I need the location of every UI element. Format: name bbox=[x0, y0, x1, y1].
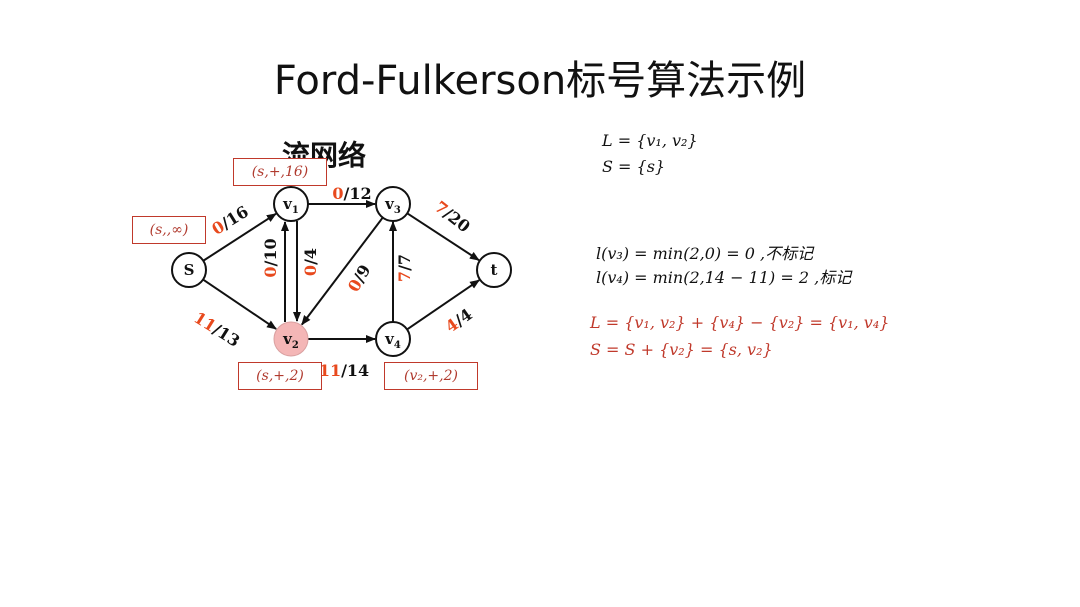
edge-v4-t bbox=[406, 279, 480, 331]
node-v3: v3 bbox=[375, 186, 411, 222]
edge-label-v1-v3: 0/12 bbox=[332, 184, 371, 203]
label-box-v4: (v₂,+,2) bbox=[384, 362, 478, 390]
edge-capacity-v1-v3: /12 bbox=[344, 184, 372, 203]
edge-label-v3-t: 7/20 bbox=[431, 197, 474, 236]
label-v4-text: (v₂,+,2) bbox=[404, 368, 458, 384]
label-s-text: (s,,∞) bbox=[149, 222, 189, 238]
edge-label-v3-v2: 0/9 bbox=[344, 261, 375, 295]
label-v2-text: (s,+,2) bbox=[256, 368, 304, 384]
edge-label-s-v2: 11/13 bbox=[191, 308, 244, 351]
node-circle-v1 bbox=[273, 186, 309, 222]
node-circle-t bbox=[476, 252, 512, 288]
node-label-v4: v4 bbox=[384, 330, 401, 351]
node-t: t bbox=[476, 252, 512, 288]
edge-flow-v2-v4: 11 bbox=[319, 361, 341, 380]
node-v1: v1 bbox=[273, 186, 309, 222]
edge-s-v1 bbox=[202, 212, 277, 262]
equation-line-3: l(v₃) = min(2,0) = 0 ,不标记 bbox=[596, 244, 814, 263]
equation-line-4: l(v₄) = min(2,14 − 11) = 2 ,标记 bbox=[596, 268, 852, 287]
node-circle-v2 bbox=[273, 321, 309, 357]
label-box-s: (s,,∞) bbox=[132, 216, 206, 244]
equation-line-1: L = {v₁, v₂} bbox=[602, 131, 698, 150]
node-label-s: S bbox=[184, 261, 195, 279]
node-v4: v4 bbox=[375, 321, 411, 357]
edge-capacity-v1-v2: /10 bbox=[261, 238, 280, 266]
slide-title: Ford-Fulkerson标号算法示例 bbox=[273, 58, 807, 104]
equation-line-5: L = {v₁, v₂} + {v₄} − {v₂} = {v₁, v₄} bbox=[590, 313, 890, 332]
node-s: S bbox=[171, 252, 207, 288]
edge-capacity-v2-v1: /4 bbox=[301, 248, 320, 265]
node-label-t: t bbox=[491, 261, 498, 279]
edge-flow-v2-v1: 0 bbox=[301, 265, 320, 276]
edge-label-v2-v4: 11/14 bbox=[319, 361, 369, 380]
node-label-v2: v2 bbox=[282, 330, 299, 351]
node-v2: v2 bbox=[273, 321, 309, 357]
edge-label-v4-t: 4/4 bbox=[442, 305, 476, 337]
label-v1-text: (s,+,16) bbox=[251, 164, 309, 180]
edge-v3-t bbox=[406, 212, 480, 261]
edge-flow-v1-v3: 0 bbox=[332, 184, 343, 203]
node-circle-s bbox=[171, 252, 207, 288]
node-label-v1: v1 bbox=[282, 195, 299, 216]
edge-capacity-v2-v4: /14 bbox=[341, 361, 369, 380]
edge-label-v4-v3: 7/7 bbox=[395, 254, 414, 282]
equation-line-2: S = {s} bbox=[602, 157, 666, 176]
equation-line-6: S = S + {v₂} = {s, v₂} bbox=[590, 340, 773, 359]
node-label-v3: v3 bbox=[384, 195, 401, 216]
label-box-v1: (s,+,16) bbox=[233, 158, 327, 186]
edge-flow-v1-v2: 0 bbox=[261, 266, 280, 277]
edge-label-v2-v1: 0/4 bbox=[301, 248, 320, 276]
edge-flow-v4-v3: 7 bbox=[395, 271, 414, 282]
edge-v3-v2 bbox=[301, 216, 384, 326]
edge-label-v1-v2: 0/10 bbox=[261, 238, 280, 277]
edge-s-v2 bbox=[202, 278, 277, 330]
node-circle-v4 bbox=[375, 321, 411, 357]
label-box-v2: (s,+,2) bbox=[238, 362, 322, 390]
node-circle-v3 bbox=[375, 186, 411, 222]
edge-capacity-v4-v3: /7 bbox=[395, 254, 414, 271]
